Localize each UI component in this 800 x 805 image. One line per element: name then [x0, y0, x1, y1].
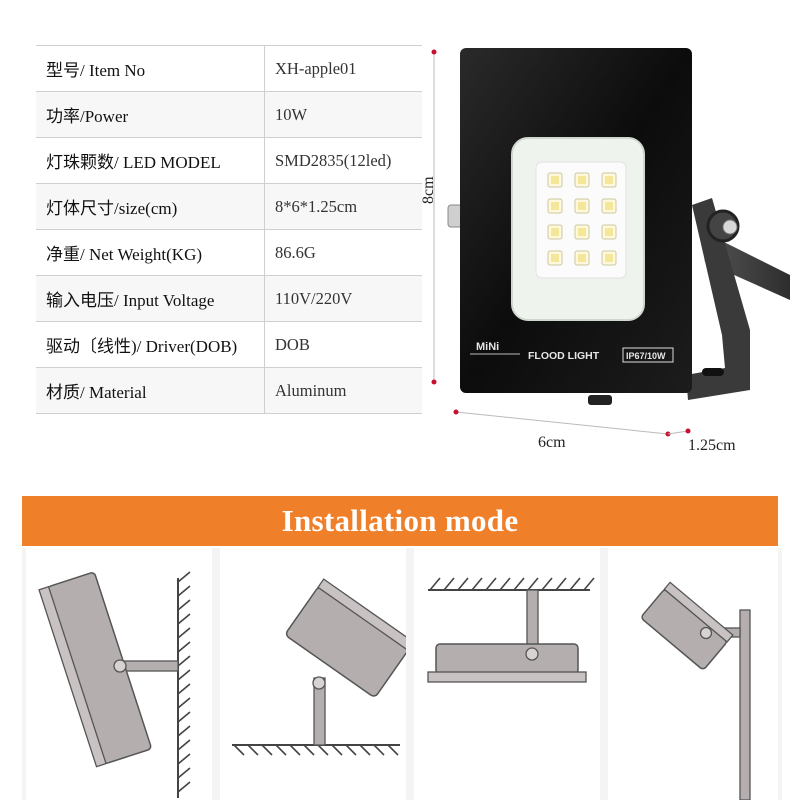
spec-key: 输入电压/ Input Voltage: [36, 275, 265, 322]
spec-key: 净重/ Net Weight(KG): [36, 229, 265, 276]
installation-title: Installation mode: [281, 503, 519, 538]
bracket-slot: [702, 368, 724, 376]
wall-mount-panel: [26, 548, 212, 800]
installation-banner: Installation mode: [22, 496, 778, 546]
rating-label: IP67/10W: [626, 351, 666, 361]
depth-dimension-line: [667, 430, 689, 435]
spec-key: 型号/ Item No: [36, 45, 265, 92]
ceiling-mount-panel: [414, 548, 600, 800]
ground-mount-panel: [220, 548, 415, 800]
flood-light-illustration: MiNi FLOOD LIGHT IP67/10W: [431, 48, 790, 437]
spec-value: DOB: [264, 321, 422, 368]
dimension-dot: [685, 428, 691, 434]
depth-label: 1.25cm: [688, 437, 736, 454]
model-label: FLOOD LIGHT: [528, 350, 600, 362]
bracket: [686, 198, 750, 400]
product-image: MiNi FLOOD LIGHT IP67/10W 8cm 6cm 1.25cm: [420, 30, 800, 470]
spec-key: 灯珠颗数/ LED MODEL: [36, 137, 265, 184]
spec-row: 净重/ Net Weight(KG)86.6G: [36, 229, 422, 276]
spec-value: 10W: [264, 91, 422, 138]
spec-value: SMD2835(12led): [264, 137, 422, 184]
width-label: 6cm: [538, 434, 566, 451]
led-board: [535, 161, 627, 279]
spec-key: 灯体尺寸/size(cm): [36, 183, 265, 230]
pole-mount-panel: [608, 548, 778, 801]
dimension-dot: [431, 49, 437, 55]
spec-value: Aluminum: [264, 367, 422, 414]
dimension-dot: [431, 379, 437, 385]
spec-key: 驱动〔线性)/ Driver(DOB): [36, 321, 265, 368]
spec-value: XH-apple01: [264, 45, 422, 92]
spec-value: 86.6G: [264, 229, 422, 276]
spec-value: 110V/220V: [264, 275, 422, 322]
height-label: 8cm: [420, 176, 437, 204]
led-grid: [547, 172, 617, 266]
spec-key: 材质/ Material: [36, 367, 265, 414]
knob-bolt: [722, 219, 738, 235]
bottom-clip: [588, 395, 612, 405]
spec-key: 功率/Power: [36, 91, 265, 138]
spec-row: 驱动〔线性)/ Driver(DOB)DOB: [36, 321, 422, 368]
installation-panels: [22, 548, 782, 801]
brand-label: MiNi: [476, 341, 499, 353]
spec-row: 灯体尺寸/size(cm)8*6*1.25cm: [36, 183, 422, 230]
dimension-dot: [453, 409, 459, 415]
spec-value: 8*6*1.25cm: [264, 183, 422, 230]
width-dimension-line: [455, 411, 669, 435]
